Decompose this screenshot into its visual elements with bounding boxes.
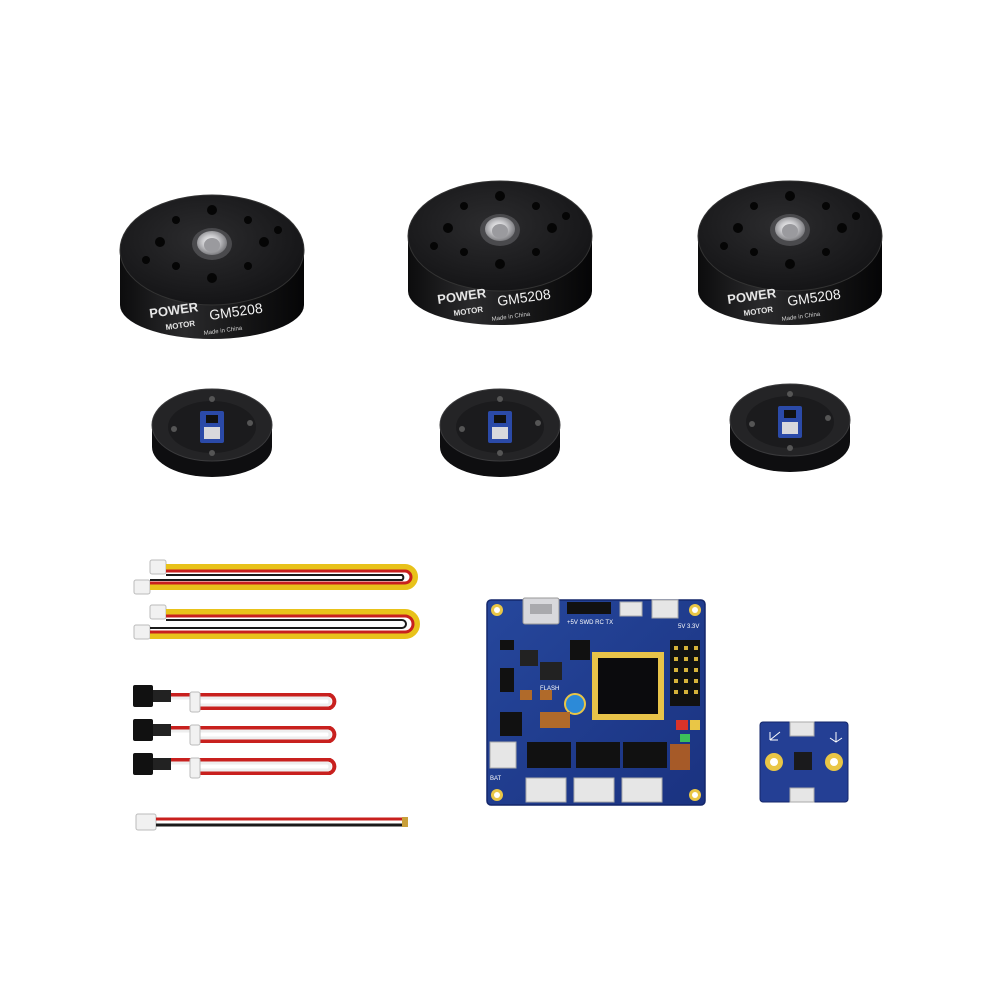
power-cable <box>135 813 408 831</box>
servo-cable-3 <box>133 753 337 779</box>
header-label: +5V SWD RC TX <box>567 620 613 626</box>
motor-brand-line2: MOTOR <box>453 305 484 318</box>
battery-connector <box>489 741 517 769</box>
mcu-chip <box>598 658 658 714</box>
flash-label: FLASH <box>540 686 559 692</box>
servo-cable-2 <box>133 719 337 746</box>
encoder-housing-2 <box>439 388 561 477</box>
motor-origin: Made in China <box>203 326 243 337</box>
encoder-housing-1 <box>151 388 273 477</box>
swd-header <box>567 602 611 614</box>
driver-chip-1 <box>527 742 571 768</box>
encoder-housing-3 <box>729 383 851 472</box>
motor-brand-line2: MOTOR <box>743 305 774 318</box>
imu-chip <box>794 752 812 770</box>
reset-button <box>564 693 586 715</box>
motor-brand-line2: MOTOR <box>165 319 196 332</box>
motor-cable-long-1 <box>133 559 418 595</box>
pin-header <box>670 640 700 706</box>
motor-port-2 <box>573 777 615 803</box>
motor-cable-long-2 <box>133 604 420 640</box>
motor-2: POWER MOTOR GM5208 Made in China <box>407 180 593 325</box>
motor-port-1 <box>525 777 567 803</box>
bat-label: BAT <box>490 776 502 782</box>
motor-port-3 <box>621 777 663 803</box>
motor-brand-line1: POWER <box>148 299 199 321</box>
motor-model: GM5208 <box>208 300 264 323</box>
imu-board <box>759 721 849 803</box>
motor-origin: Made in China <box>491 312 531 323</box>
driver-chip-2 <box>576 742 620 768</box>
driver-chip-3 <box>623 742 667 768</box>
motor-model: GM5208 <box>786 286 842 309</box>
motor-3: POWER MOTOR GM5208 Made in China <box>697 180 883 325</box>
servo-cable-1 <box>133 685 337 713</box>
controller-board: +5V SWD RC TX 5V 3.3V FLASH <box>486 597 706 806</box>
motor-origin: Made in China <box>781 312 821 323</box>
port-label: 5V 3.3V <box>678 624 699 630</box>
motor-brand-line1: POWER <box>436 285 487 307</box>
motor-model: GM5208 <box>496 286 552 309</box>
motor-1: POWER MOTOR GM5208 Made in China <box>119 194 305 339</box>
motor-brand-line1: POWER <box>726 285 777 307</box>
